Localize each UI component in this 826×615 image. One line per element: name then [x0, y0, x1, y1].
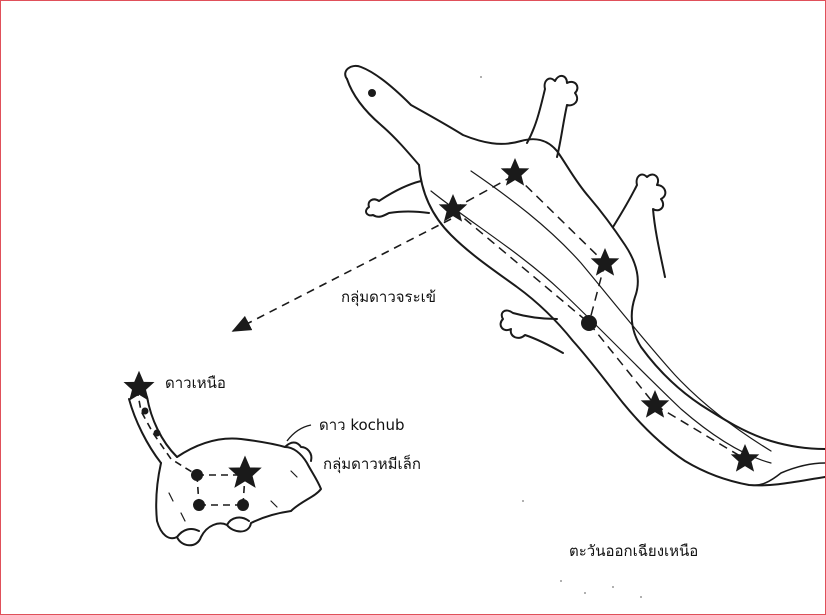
kochub-label: ดาว kochub — [319, 416, 404, 434]
little-bear-figure — [129, 397, 321, 545]
little-bear-dash-line-1 — [137, 389, 197, 475]
crocodile-eye — [368, 89, 376, 97]
little-bear-star-lines — [137, 389, 245, 505]
little-bear-dot-icon — [154, 430, 161, 437]
kochub-leader-line — [287, 425, 311, 441]
little-bear-star-icon — [228, 455, 261, 487]
little-bear-tail — [129, 397, 177, 463]
little-bear-dot-icon — [142, 408, 149, 415]
crocodile-jaw — [347, 79, 419, 165]
crocodile-head — [345, 66, 521, 144]
crocodile-leg-hind-left — [501, 311, 563, 353]
crocodile-dash-line-3 — [453, 209, 589, 323]
direction-arrow — [233, 219, 451, 331]
little-bear-legs — [177, 518, 249, 537]
little-bear-body — [156, 439, 321, 546]
little-bear-label: กลุ่มดาวหมีเล็ก — [323, 454, 421, 474]
northeast-label: ตะวันออกเฉียงเหนือ — [569, 542, 698, 560]
north-star-label: ดาวเหนือ — [165, 374, 226, 392]
crocodile-leg-front-left — [366, 181, 429, 217]
crocodile-tail — [749, 463, 825, 485]
crocodile-leg-front-right — [527, 76, 577, 157]
crocodile-back — [521, 139, 825, 449]
crocodile-label: กลุ่มดาวจระเข้ — [341, 288, 436, 307]
crocodile-dash-line-2 — [515, 175, 605, 263]
crocodile-figure — [345, 66, 825, 485]
crocodile-stars — [439, 158, 760, 472]
north-star-icon — [124, 371, 155, 401]
crocodile-dot-icon — [581, 315, 597, 331]
crocodile-star-icon — [591, 248, 620, 276]
crocodile-star-lines — [453, 175, 745, 459]
crocodile-dash-line-6 — [655, 405, 745, 459]
paper-specks — [480, 76, 642, 598]
crocodile-dash-line-5 — [589, 323, 655, 405]
crocodile-scale-line-1 — [431, 191, 771, 463]
crocodile-leg-hind-right — [613, 175, 665, 277]
little-bear-dot-icon — [191, 469, 203, 481]
little-bear-dot-icon — [193, 499, 205, 511]
little-bear-dot-icon — [237, 499, 249, 511]
crocodile-star-icon — [439, 194, 468, 222]
crocodile-star-icon — [501, 158, 530, 186]
